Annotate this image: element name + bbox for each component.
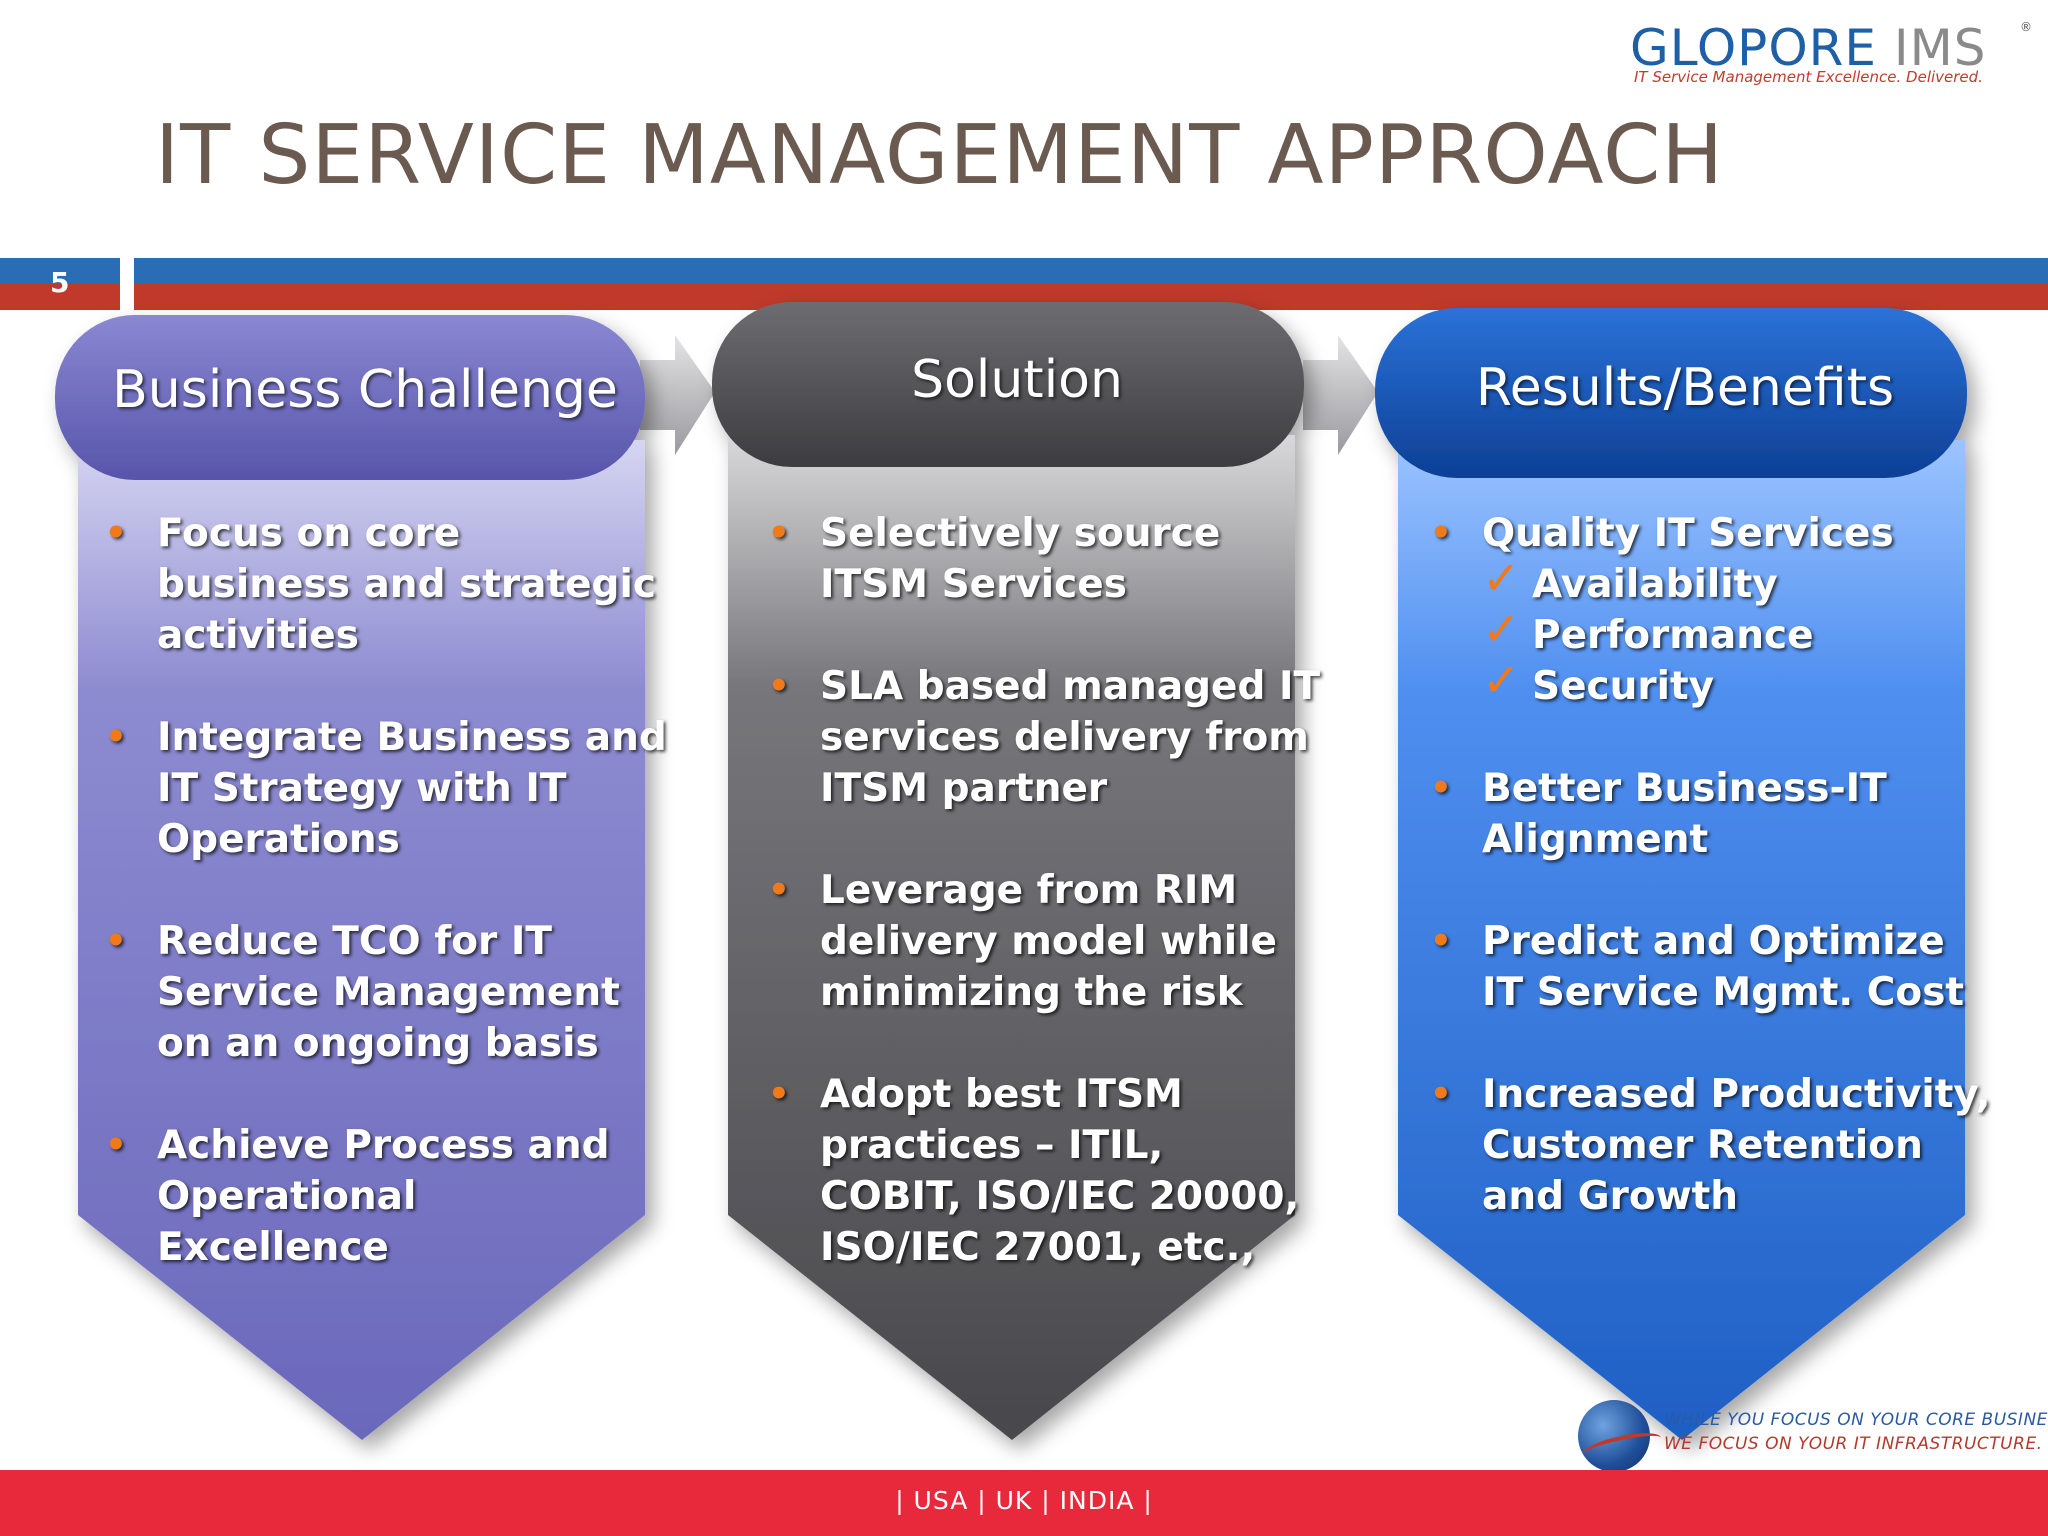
bullet-icon: • [1430,768,1452,808]
slide-number: 5 [50,266,70,299]
column-title-solution: Solution [911,350,1123,410]
bullet-icon: • [768,666,790,706]
arrow-connector-2 [1303,335,1378,455]
slide-title: IT SERVICE MANAGEMENT APPROACH [155,108,1724,203]
motto-line-2: WE FOCUS ON YOUR IT INFRASTRUCTURE. [1664,1434,2043,1454]
bullet-icon: • [768,870,790,910]
bullet-icon: • [1430,921,1452,961]
list-item: • Quality IT Services ✓Availability ✓Per… [1430,508,1991,712]
column-title-business-challenge: Business Challenge [112,360,618,420]
bullet-icon: • [105,717,127,757]
logo-wordmark: GLOPORE IMS [1630,19,1987,77]
motto-line-1: WHILE YOU FOCUS ON YOUR CORE BUSINESS... [1664,1410,2048,1430]
results-benefits-chevron [1375,308,1967,1440]
arrow-connector-1 [640,335,715,455]
checkmark-icon: ✓ [1482,653,1521,707]
checkmark-icon: ✓ [1482,551,1521,605]
company-logo: GLOPORE IMS ® IT Service Management Exce… [1620,18,2032,90]
check-item: ✓Security [1482,653,1715,710]
bullet-icon: • [1430,1074,1452,1114]
results-benefits-list: • Quality IT Services ✓Availability ✓Per… [1430,508,1991,1273]
check-item: ✓Availability [1482,551,1778,608]
checkmark-icon: ✓ [1482,602,1521,656]
bullet-icon: • [768,1074,790,1114]
globe-icon [1578,1400,1650,1472]
solution-chevron [712,302,1304,1440]
logo-tagline: IT Service Management Excellence. Delive… [1634,68,1983,86]
bullet-icon: • [1430,513,1452,553]
registered-mark: ® [2020,20,2032,34]
bullet-icon: • [768,513,790,553]
footer-countries: | USA | UK | INDIA | [895,1486,1153,1515]
header-band [134,258,2048,310]
check-item: ✓Performance [1482,602,1814,659]
bullet-icon: • [105,1125,127,1165]
footer-bar: | USA | UK | INDIA | [0,1470,2048,1536]
company-motto: WHILE YOU FOCUS ON YOUR CORE BUSINESS...… [1578,1396,2048,1472]
business-challenge-chevron [55,315,645,1440]
list-item: • Increased Productivity,Customer Retent… [1430,1069,1991,1222]
slide-number-band: 5 [0,258,120,310]
bullet-icon: • [105,921,127,961]
column-title-results-benefits: Results/Benefits [1475,358,1895,418]
bullet-icon: • [105,513,127,553]
checklist: ✓Availability ✓Performance ✓Security [1482,553,1991,712]
